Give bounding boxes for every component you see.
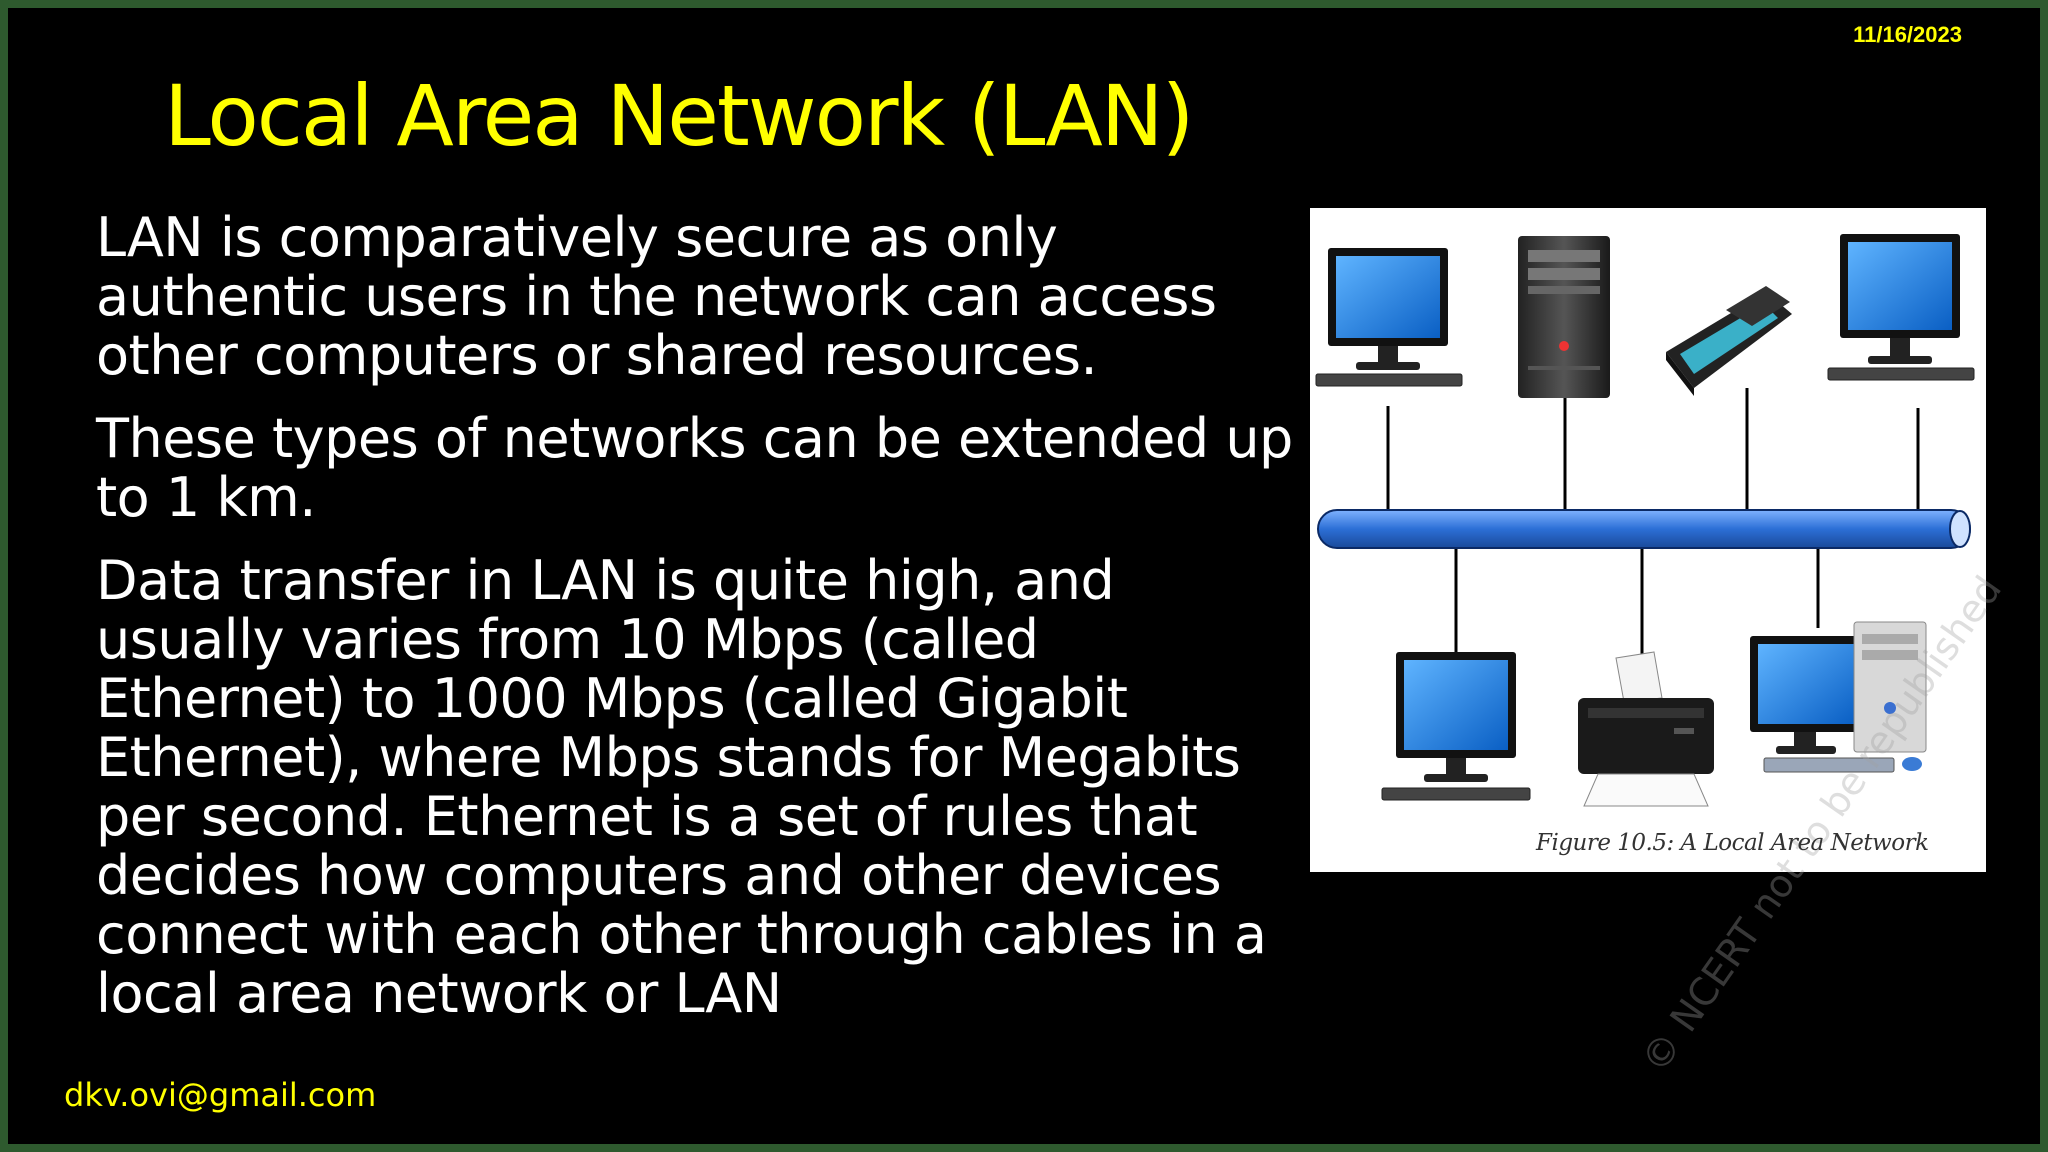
figure-caption: Figure 10.5: A Local Area Network	[1536, 830, 1929, 856]
tower-pc-icon	[1518, 236, 1610, 398]
slide-title: Local Area Network (LAN)	[164, 67, 1194, 165]
scanner-icon	[1666, 286, 1792, 396]
paragraph-range: These types of networks can be extended …	[96, 407, 1293, 529]
monitor-icon	[1315, 248, 1463, 387]
monitor-icon	[1827, 234, 1975, 381]
network-bus-cable	[1317, 509, 1971, 549]
monitor-icon	[1381, 652, 1531, 801]
paragraph-data-transfer: Data transfer in LAN is quite high, and …	[96, 549, 1267, 1025]
paragraph-security: LAN is comparatively secure as only auth…	[96, 206, 1217, 387]
slide-date: 11/16/2023	[1853, 22, 1962, 47]
lan-diagram	[1315, 234, 1975, 807]
footer-email: dkv.ovi@gmail.com	[64, 1076, 377, 1114]
printer-icon	[1578, 651, 1714, 807]
lan-figure: © NCERT not to be republished Figure 10.…	[1310, 208, 2010, 1081]
desktop-pc-icon	[1750, 621, 1927, 773]
slide-body: LAN is comparatively secure as only auth…	[96, 208, 1296, 1047]
